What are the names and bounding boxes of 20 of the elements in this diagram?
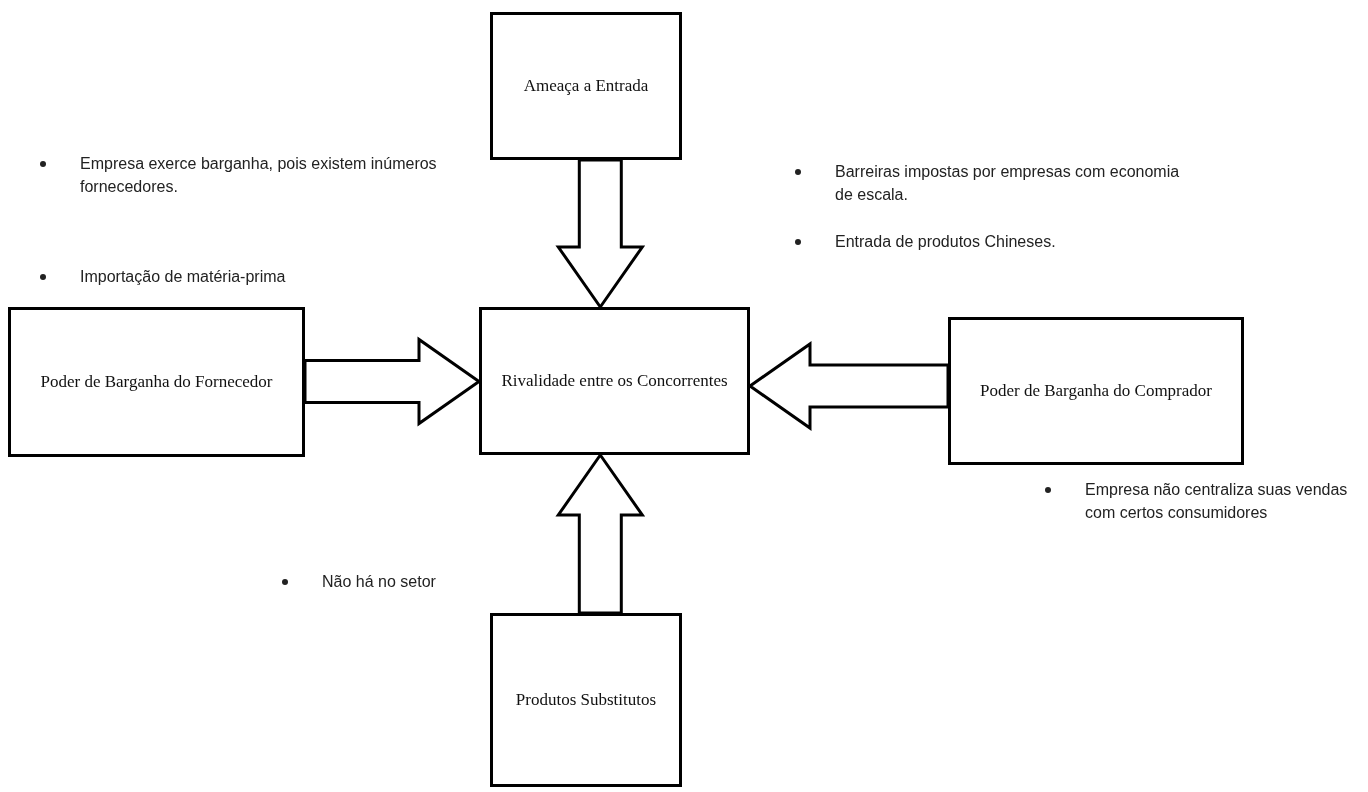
process-box [479,307,750,455]
block-arrow [555,158,646,310]
block-arrow [555,452,646,615]
box-label: Produtos Substitutos [515,690,657,710]
bullet-note: Barreiras impostas por empresas com economia de escala. [835,162,1181,206]
bullet-note: Importação de matéria-prima [80,267,287,287]
bullet-note: Empresa não centraliza suas vendas com certos consumidores [1085,480,1349,524]
box-label: Poder de Barganha do Comprador [980,381,1212,401]
process-box [8,307,305,457]
block-arrow [303,336,482,427]
process-box [490,613,682,787]
box-label: Ameaça a Entrada [523,76,649,96]
bullet-note: Não há no setor [322,572,437,592]
block-arrow [747,341,950,431]
process-box [948,317,1244,465]
process-box [490,12,682,160]
box-label: Rivalidade entre os Concorrentes [501,371,728,391]
bullet-note: Empresa exerce barganha, pois existem inúmeros fornecedores. [80,154,438,198]
bullet-note: Entrada de produtos Chineses. [835,232,1057,252]
box-label: Poder de Barganha do Fornecedor [40,372,273,392]
